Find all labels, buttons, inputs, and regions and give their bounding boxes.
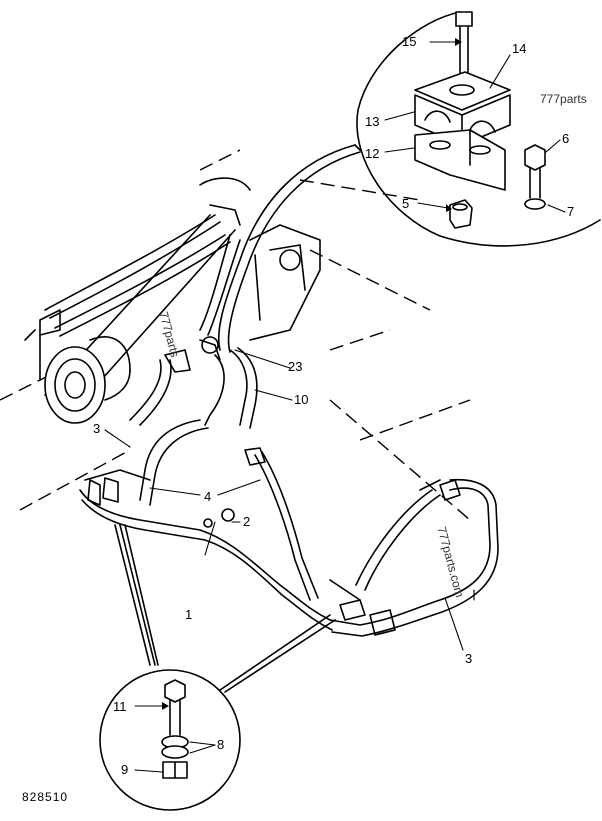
- callout-2: 2: [243, 514, 251, 529]
- top-detail-circle: [356, 11, 601, 247]
- callout-leaders: [104, 38, 566, 773]
- figure-number: 828510: [22, 790, 69, 804]
- callout-15: 15: [402, 34, 417, 49]
- callout-14: 14: [512, 41, 527, 56]
- callout-4: 4: [204, 489, 212, 504]
- lower-tube-assembly: [79, 419, 499, 637]
- frame-bracket: [249, 224, 321, 341]
- vertical-hoses: [129, 144, 361, 429]
- bottom-detail-circle: [99, 669, 241, 811]
- cylinder-hoses: [44, 204, 241, 337]
- callout-3-left: 3: [93, 421, 101, 436]
- callout-23: 23: [288, 359, 303, 374]
- detail-leaders: [114, 144, 361, 693]
- callout-8: 8: [217, 737, 225, 752]
- callout-13: 13: [365, 114, 380, 129]
- hydraulic-cylinder: [24, 214, 236, 424]
- callout-12: 12: [365, 146, 380, 161]
- callout-6: 6: [562, 131, 570, 146]
- callout-7: 7: [567, 204, 575, 219]
- callout-11: 11: [113, 699, 127, 714]
- callout-10: 10: [294, 392, 309, 407]
- callout-1: 1: [185, 607, 193, 622]
- callout-3-right: 3: [465, 651, 473, 666]
- callout-5: 5: [402, 196, 410, 211]
- callout-9: 9: [121, 762, 129, 777]
- watermark-top-right: 777parts: [540, 92, 587, 106]
